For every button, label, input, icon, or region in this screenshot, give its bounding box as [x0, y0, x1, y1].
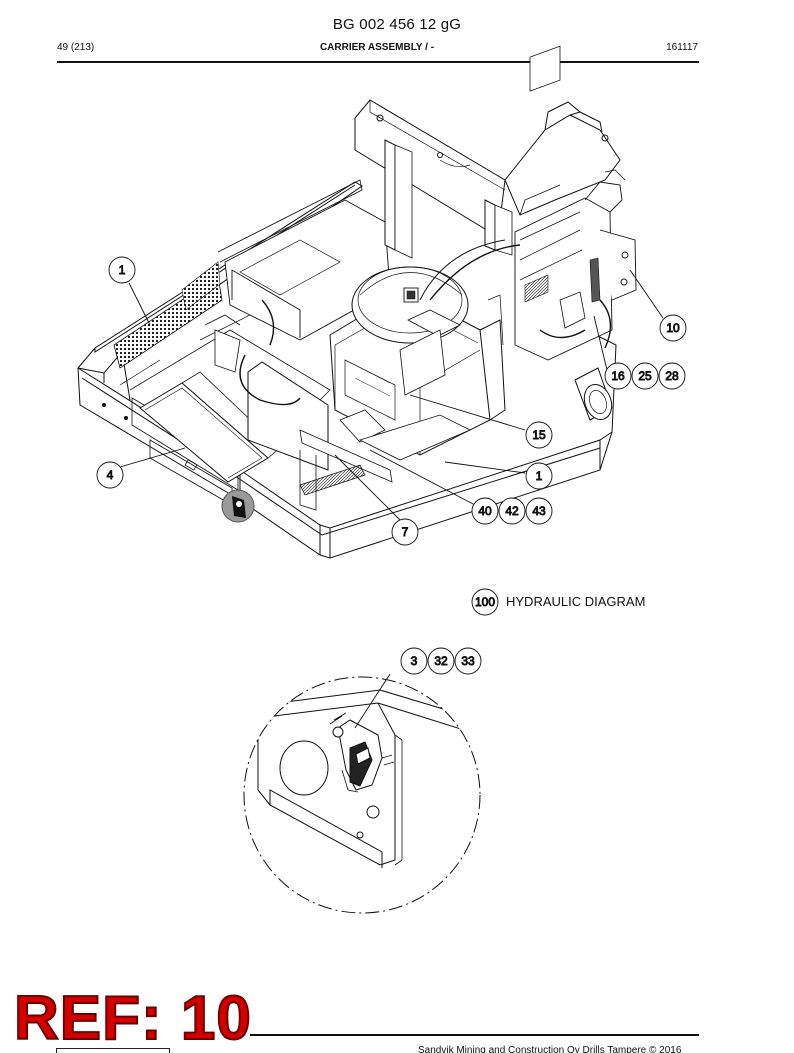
callout-1-top-label: 1 — [119, 263, 126, 277]
exhaust-pipe — [574, 367, 613, 421]
callout-3-label: 3 — [411, 654, 418, 668]
callout-25: 25 — [631, 362, 659, 390]
callout-33: 33 — [454, 647, 482, 675]
callout-42-label: 42 — [505, 504, 519, 518]
callout-32: 32 — [427, 647, 455, 675]
document-number: BG 002 456 12 gG — [332, 16, 462, 33]
front-coupling — [221, 489, 255, 523]
date-code: 161117 — [666, 42, 698, 53]
callout-4-label: 4 — [107, 468, 114, 482]
callout-15-label: 15 — [532, 428, 546, 442]
callout-10-label: 10 — [666, 321, 680, 335]
engine-unit — [329, 266, 506, 456]
footer-copyright: Sandvik Mining and Construction Oy Drill… — [418, 1045, 682, 1053]
footer-rule — [250, 1034, 699, 1036]
header-rule — [57, 61, 699, 63]
hydraulic-diagram-label: HYDRAULIC DIAGRAM — [506, 594, 646, 609]
detail-view — [243, 673, 481, 914]
callout-43: 43 — [525, 497, 553, 525]
callout-16: 16 — [604, 362, 632, 390]
callout-40: 40 — [471, 497, 499, 525]
rear-valve-section — [514, 45, 637, 361]
callout-10: 10 — [659, 314, 687, 342]
detail-leader-line — [354, 673, 391, 729]
callout-3: 3 — [400, 647, 428, 675]
side-grille — [113, 179, 363, 369]
callout-40-label: 40 — [478, 504, 492, 518]
callout-7-label: 7 — [402, 525, 409, 539]
callout-42: 42 — [498, 497, 526, 525]
callout-1-right: 1 — [525, 462, 553, 490]
callout-15: 15 — [525, 421, 553, 449]
callout-28: 28 — [658, 362, 686, 390]
callout-33-label: 33 — [461, 654, 475, 668]
callout-43-label: 43 — [532, 504, 546, 518]
callout-32-label: 32 — [434, 654, 448, 668]
footer-logo — [56, 1048, 170, 1053]
boom-mount — [354, 99, 621, 259]
callout-100-label: 100 — [475, 595, 495, 609]
callout-100: 100 — [471, 588, 499, 616]
hoses — [239, 239, 612, 406]
callout-1-top: 1 — [108, 256, 136, 284]
callout-balloons: 1 10 16 25 28 15 1 4 40 42 43 7 100 3 32… — [96, 256, 687, 675]
callout-4: 4 — [96, 461, 124, 489]
callout-7: 7 — [391, 518, 419, 546]
leader-lines — [119, 269, 664, 521]
callout-28-label: 28 — [665, 369, 679, 383]
section-title: CARRIER ASSEMBLY / - — [319, 42, 435, 53]
callout-16-label: 16 — [611, 369, 625, 383]
page-count: 49 (213) — [57, 42, 95, 53]
callout-25-label: 25 — [638, 369, 652, 383]
ref-stamp: REF: 10 — [13, 983, 252, 1053]
shield-plate — [247, 361, 471, 511]
callout-1-right-label: 1 — [536, 469, 543, 483]
